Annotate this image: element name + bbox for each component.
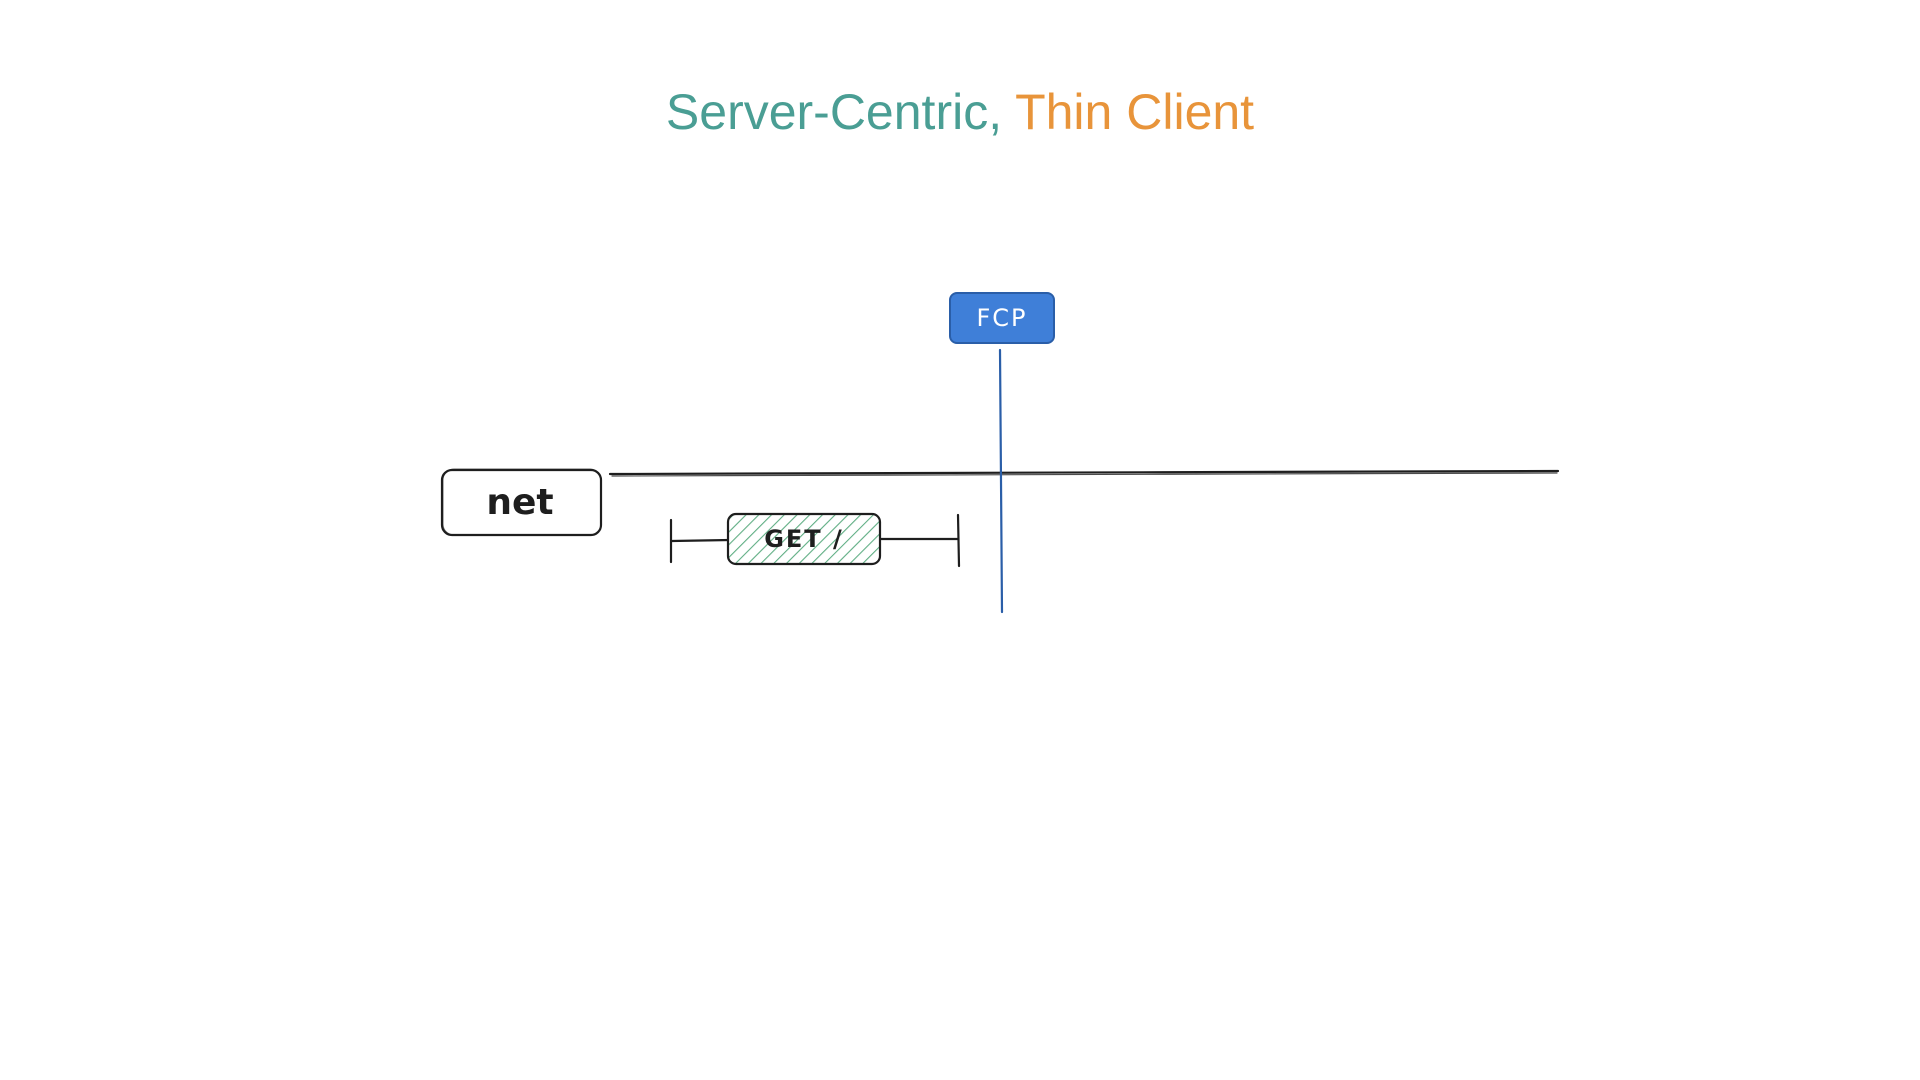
request-whisker-right [956,513,961,568]
title-part-thin-client: Thin Client [1002,84,1255,140]
request-bar-label: GET / [764,525,844,553]
request-span: GET / [669,512,961,568]
page-title: Server-Centric, Thin Client [0,80,1920,144]
timeline-axis [608,469,1560,477]
fcp-badge-label: FCP [976,304,1027,332]
net-lane-label: net [440,468,603,537]
request-lead-line [670,538,732,543]
fcp-marker-line [998,348,1004,614]
net-lane-text: net [486,482,553,523]
title-part-server-centric: Server-Centric, [665,84,1003,140]
request-bar [726,512,882,566]
fcp-badge [949,292,1055,344]
fcp-marker: FCP [949,292,1055,614]
